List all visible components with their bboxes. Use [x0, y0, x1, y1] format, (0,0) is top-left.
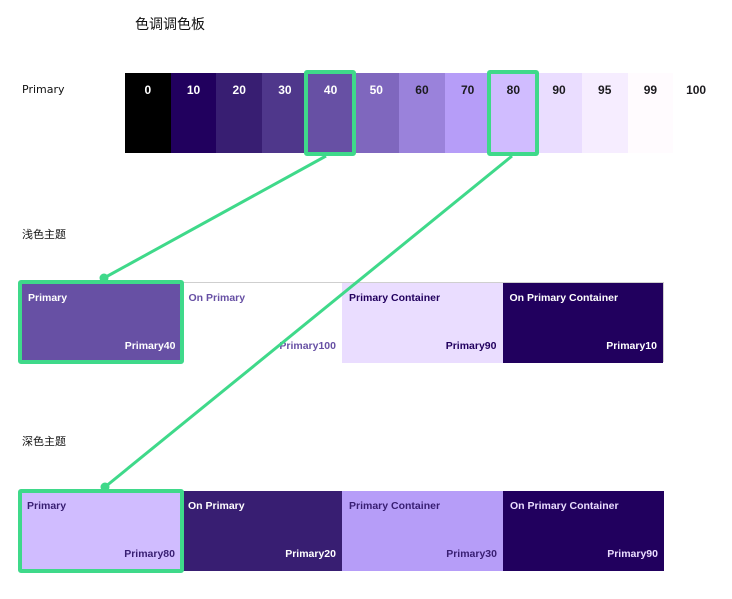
tone-label: 30	[278, 83, 292, 97]
role-name: On Primary	[188, 292, 246, 304]
tone-swatch-70[interactable]: 70	[444, 73, 491, 153]
tone-label: 100	[686, 83, 707, 97]
light-primary-container-swatch[interactable]: Primary Container Primary90	[342, 283, 503, 363]
dark-on-primary-container-swatch[interactable]: On Primary Container Primary90	[503, 491, 664, 571]
dark-primary-container-swatch[interactable]: Primary Container Primary30	[342, 491, 503, 571]
role-tone: Primary90	[445, 340, 497, 352]
light-theme-label: 浅色主题	[22, 228, 66, 241]
dark-theme-roles: Primary Primary80 On Primary Primary20 P…	[20, 491, 664, 571]
light-on-primary-swatch[interactable]: On Primary Primary100	[181, 283, 342, 363]
tone-label: 50	[369, 83, 383, 97]
tone-swatch-60[interactable]: 60	[399, 73, 445, 153]
light-primary-swatch[interactable]: Primary Primary40	[21, 283, 182, 363]
tone-label: 20	[232, 83, 246, 97]
tone-swatch-20[interactable]: 20	[216, 73, 263, 153]
tone-swatch-50[interactable]: 50	[353, 73, 400, 153]
connector-line-tone40-to-light-primary	[103, 154, 327, 280]
tone-label: 90	[552, 83, 566, 97]
role-name: On Primary Container	[509, 292, 619, 304]
light-on-primary-container-swatch[interactable]: On Primary Container Primary10	[502, 283, 663, 363]
role-tone: Primary20	[285, 548, 336, 560]
role-name: Primary	[27, 500, 67, 512]
role-tone: Primary40	[124, 340, 176, 352]
tone-label: 60	[415, 83, 429, 97]
tone-swatch-30[interactable]: 30	[262, 73, 308, 153]
tone-swatch-100[interactable]: 100	[673, 73, 719, 153]
role-tone: Primary80	[124, 548, 175, 560]
tone-swatch-40[interactable]: 40	[307, 73, 354, 153]
tonal-palette-strip: 0 10 20 30 40 50 60 70 80 90 95 99 100	[125, 73, 719, 153]
tone-label: 0	[144, 83, 152, 97]
role-tone: Primary10	[606, 340, 657, 352]
tone-label: 99	[643, 83, 658, 97]
tone-swatch-90[interactable]: 90	[536, 73, 582, 153]
dark-theme-label: 深色主题	[22, 435, 66, 448]
role-tone: Primary90	[607, 548, 658, 560]
dark-on-primary-swatch[interactable]: On Primary Primary20	[181, 491, 342, 571]
role-name: Primary Container	[349, 292, 441, 304]
palette-label: Primary	[22, 83, 65, 96]
role-name: On Primary	[188, 500, 245, 512]
page-title: 色调调色板	[135, 17, 205, 33]
role-name: On Primary Container	[510, 500, 619, 512]
tone-label: 70	[460, 83, 475, 97]
tone-swatch-95[interactable]: 95	[581, 73, 628, 153]
tone-swatch-10[interactable]: 10	[170, 73, 217, 153]
role-name: Primary Container	[349, 500, 441, 512]
role-tone: Primary100	[279, 340, 336, 352]
tone-label: 95	[598, 83, 612, 97]
tone-swatch-0[interactable]: 0	[125, 73, 171, 153]
tone-label: 80	[506, 83, 521, 97]
light-theme-roles: Primary Primary40 On Primary Primary100 …	[20, 282, 664, 363]
tone-swatch-99[interactable]: 99	[627, 73, 674, 153]
tone-label: 40	[323, 83, 338, 97]
tone-label: 10	[186, 83, 201, 97]
dark-primary-swatch[interactable]: Primary Primary80	[20, 491, 181, 571]
role-name: Primary	[28, 292, 68, 304]
role-tone: Primary30	[446, 548, 497, 560]
tone-swatch-80[interactable]: 80	[490, 73, 537, 153]
